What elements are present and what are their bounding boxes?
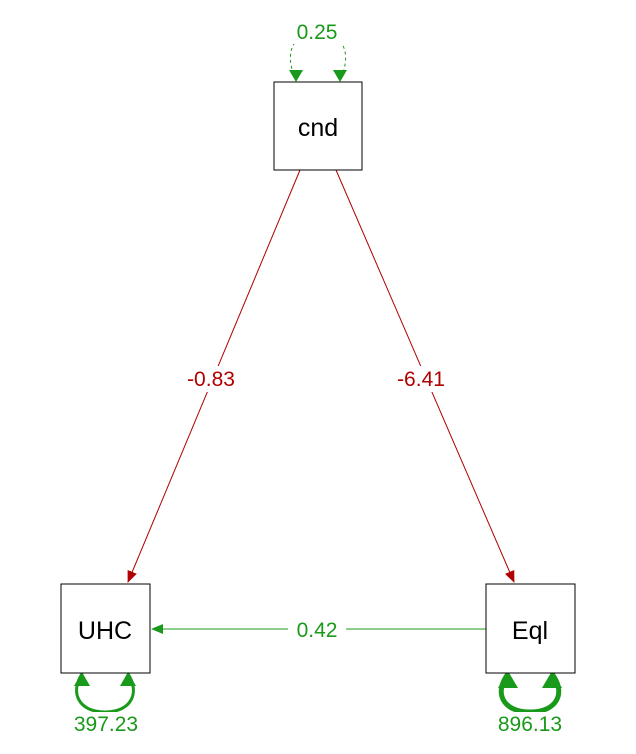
- variance-arrowhead-cnd-left: [289, 70, 303, 82]
- variance-arrowhead-eql-right: [542, 671, 562, 688]
- path-label-cnd-eql: -6.41: [397, 368, 445, 391]
- variance-arrowhead-uhc-left: [74, 672, 90, 686]
- node-label-eql: Eql: [512, 617, 548, 645]
- path-label-eql-uhc: 0.42: [297, 619, 338, 642]
- variance-label-eql: 896.13: [498, 713, 562, 736]
- variance-arrowhead-cnd-right: [333, 70, 347, 82]
- variance-label-uhc: 397.23: [74, 713, 138, 736]
- variance-arrowhead-eql-left: [498, 671, 518, 688]
- node-uhc: UHC: [60, 583, 151, 674]
- variance-label-cnd: 0.25: [297, 21, 338, 44]
- node-cnd: cnd: [273, 81, 363, 171]
- node-label-cnd: cnd: [298, 114, 338, 142]
- path-label-cnd-uhc: -0.83: [187, 368, 235, 391]
- node-eql: Eql: [485, 583, 576, 674]
- variance-arrowhead-uhc-right: [120, 672, 136, 686]
- node-label-uhc: UHC: [78, 617, 132, 645]
